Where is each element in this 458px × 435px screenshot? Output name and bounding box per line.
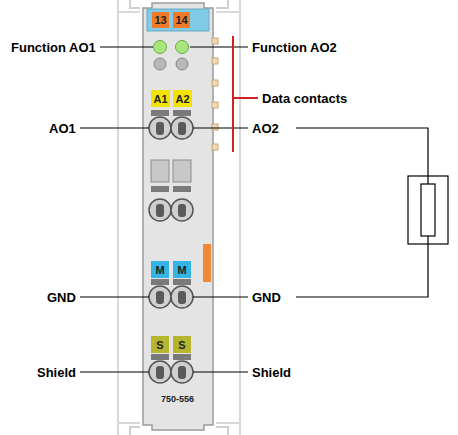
signal-name: Shield [252, 365, 291, 380]
module-body [143, 3, 213, 430]
marker-text: M [155, 264, 164, 276]
load-box [408, 176, 448, 244]
function-label: Function AO2 [252, 40, 337, 55]
marker-label: 13 [152, 12, 169, 28]
jumper-tab [203, 244, 211, 282]
marker-text: S [156, 339, 163, 351]
data-contacts [212, 38, 218, 150]
led [154, 58, 166, 70]
signal-name: Shield [37, 365, 76, 380]
terminal-clamp [156, 122, 186, 379]
release-button [151, 160, 191, 182]
data-contacts-label: Data contacts [262, 91, 347, 106]
resistor-symbol [421, 184, 435, 236]
module-body: 750-556 13 14A1 A2M M S S [143, 8, 213, 425]
led [176, 58, 188, 70]
marker-label: S [151, 336, 169, 353]
marker-label: A1 [151, 90, 170, 107]
terminal [149, 117, 193, 383]
function-label: Function AO1 [11, 40, 96, 55]
housing-notch [130, 0, 228, 435]
marker-text: A1 [153, 93, 167, 105]
marker-label: 14 [173, 12, 190, 28]
part-number: 750-556 [161, 394, 194, 404]
signal-name: GND [47, 290, 76, 305]
button-slot [151, 110, 191, 360]
resistor-lead [427, 236, 428, 244]
resistor-lead [427, 176, 428, 184]
marker-label: M [151, 261, 169, 278]
signal-name: GND [252, 290, 281, 305]
signal-name: AO2 [252, 121, 279, 136]
marker-text: 14 [175, 14, 187, 26]
housing-frame [118, 0, 240, 435]
led [176, 41, 189, 54]
marker-label: M [173, 261, 191, 278]
led [154, 41, 167, 54]
marker-label: A2 [173, 90, 192, 107]
marker-text: S [178, 339, 185, 351]
leader-line [80, 47, 248, 372]
signal-name: AO1 [49, 121, 76, 136]
marker-text: M [177, 264, 186, 276]
marker-strip [147, 9, 209, 31]
marker-label: S [173, 336, 191, 353]
marker-text: A2 [175, 93, 189, 105]
marker-text: 13 [154, 14, 166, 26]
